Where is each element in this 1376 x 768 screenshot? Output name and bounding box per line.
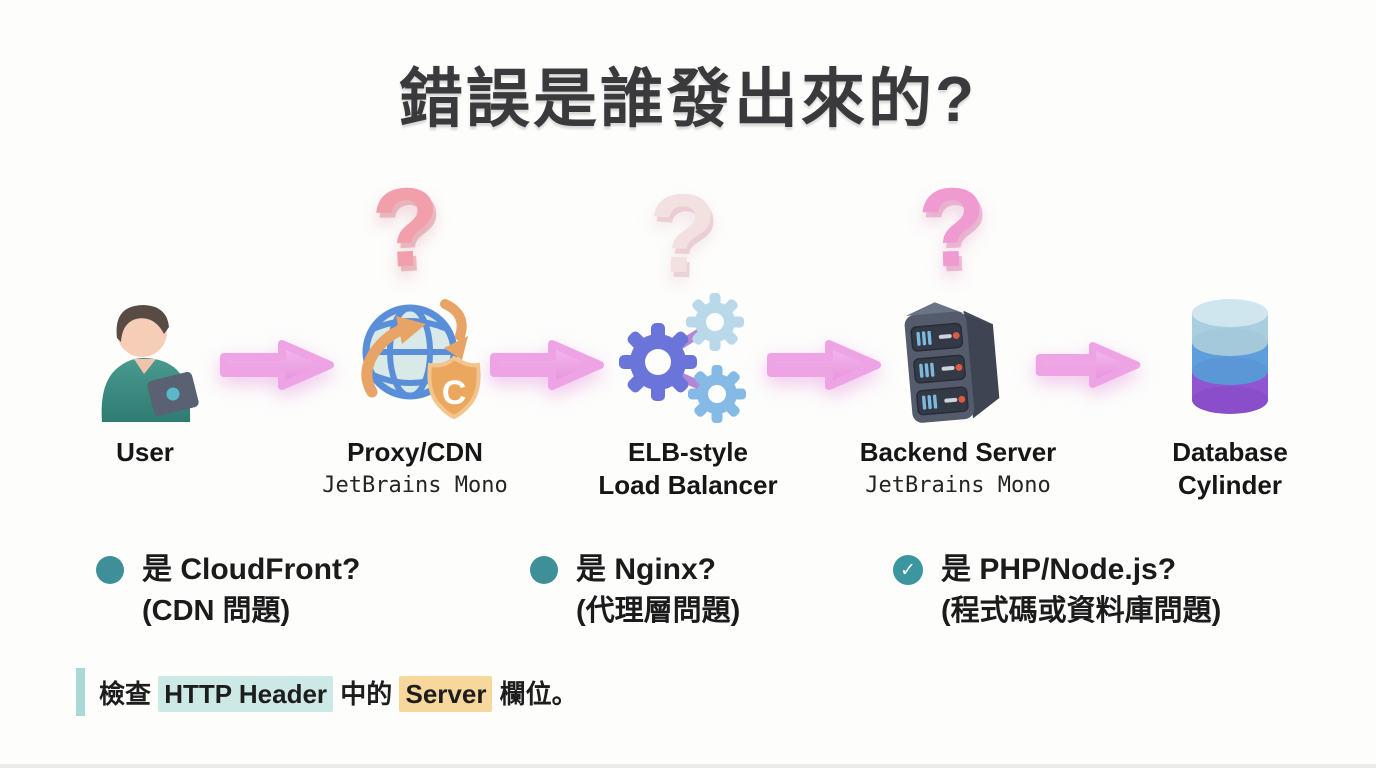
database-cylinder-icon — [1192, 299, 1268, 414]
bullet-answer: (CDN 問題) — [142, 595, 291, 627]
page-title: 錯誤是誰發出來的? — [398, 63, 978, 135]
bullet-nginx: 是 Nginx? (代理層問題) — [530, 550, 740, 632]
node-sublabel-text: JetBrains Mono — [865, 473, 1051, 498]
check-circle-icon: ✓ — [893, 555, 923, 585]
bullet-question: 是 CloudFront? — [142, 553, 361, 586]
bullet-dot-icon — [530, 556, 558, 584]
flow-arrow-icon — [762, 336, 888, 394]
node-user — [84, 292, 206, 424]
question-mark-icon: ? — [645, 169, 719, 298]
question-mark-icon: ? — [915, 163, 989, 292]
node-sublabel-text: JetBrains Mono — [322, 473, 508, 498]
flow-arrow-icon — [1034, 336, 1144, 394]
note-accent-bar — [76, 668, 85, 716]
node-load-balancer — [618, 286, 754, 434]
note-highlight-server: Server — [399, 675, 493, 712]
node-label-proxy-cdn: Proxy/CDN JetBrains Mono — [305, 436, 525, 502]
note-highlight-http-header: HTTP Header — [158, 675, 334, 712]
bullet-question: 是 Nginx? — [576, 553, 716, 586]
node-label-text: Proxy/CDN — [347, 437, 483, 467]
note-text-part: 中的 — [333, 678, 400, 709]
bullet-cloudfront: 是 CloudFront? (CDN 問題) — [96, 550, 360, 632]
bullet-php-node: ✓ 是 PHP/Node.js? (程式碼或資料庫問題) — [893, 550, 1221, 632]
node-label-text: Cylinder — [1177, 470, 1283, 500]
bullet-answer: (代理層問題) — [576, 595, 741, 627]
globe-cdn-shield-icon: C — [361, 299, 481, 420]
flow-arrow-icon — [218, 336, 338, 394]
node-label-text: Database — [1172, 437, 1288, 467]
bullet-answer: (程式碼或資料庫問題) — [941, 595, 1222, 627]
gears-icon — [619, 293, 746, 423]
bottom-edge-strip — [0, 764, 1376, 768]
server-rack-icon — [904, 302, 1000, 423]
node-label-text: ELB-style — [628, 437, 748, 467]
note-text-part: 檢查 — [99, 678, 159, 709]
node-label-text: Load Balancer — [598, 470, 778, 500]
cdn-shield-letter: C — [442, 374, 467, 412]
note-text-part: 欄位。 — [492, 678, 578, 709]
flow-arrow-icon — [488, 336, 608, 394]
node-label-load-balancer: ELB-style Load Balancer — [578, 436, 798, 502]
question-mark-icon: ? — [368, 163, 444, 292]
node-database — [1180, 296, 1280, 420]
bullet-question: 是 PHP/Node.js? — [941, 553, 1177, 586]
footer-note: 檢查 HTTP Header 中的 Server 欄位。 — [76, 668, 578, 716]
node-label-user: User — [60, 436, 230, 469]
node-label-database: Database Cylinder — [1130, 436, 1330, 502]
node-label-text: User — [116, 437, 174, 467]
bullet-dot-icon — [96, 556, 124, 584]
node-label-backend-server: Backend Server JetBrains Mono — [838, 436, 1078, 502]
node-label-text: Backend Server — [859, 437, 1057, 467]
node-proxy-cdn: C — [350, 288, 486, 434]
node-backend-server — [896, 288, 1012, 430]
user-laptop-icon — [101, 305, 199, 422]
